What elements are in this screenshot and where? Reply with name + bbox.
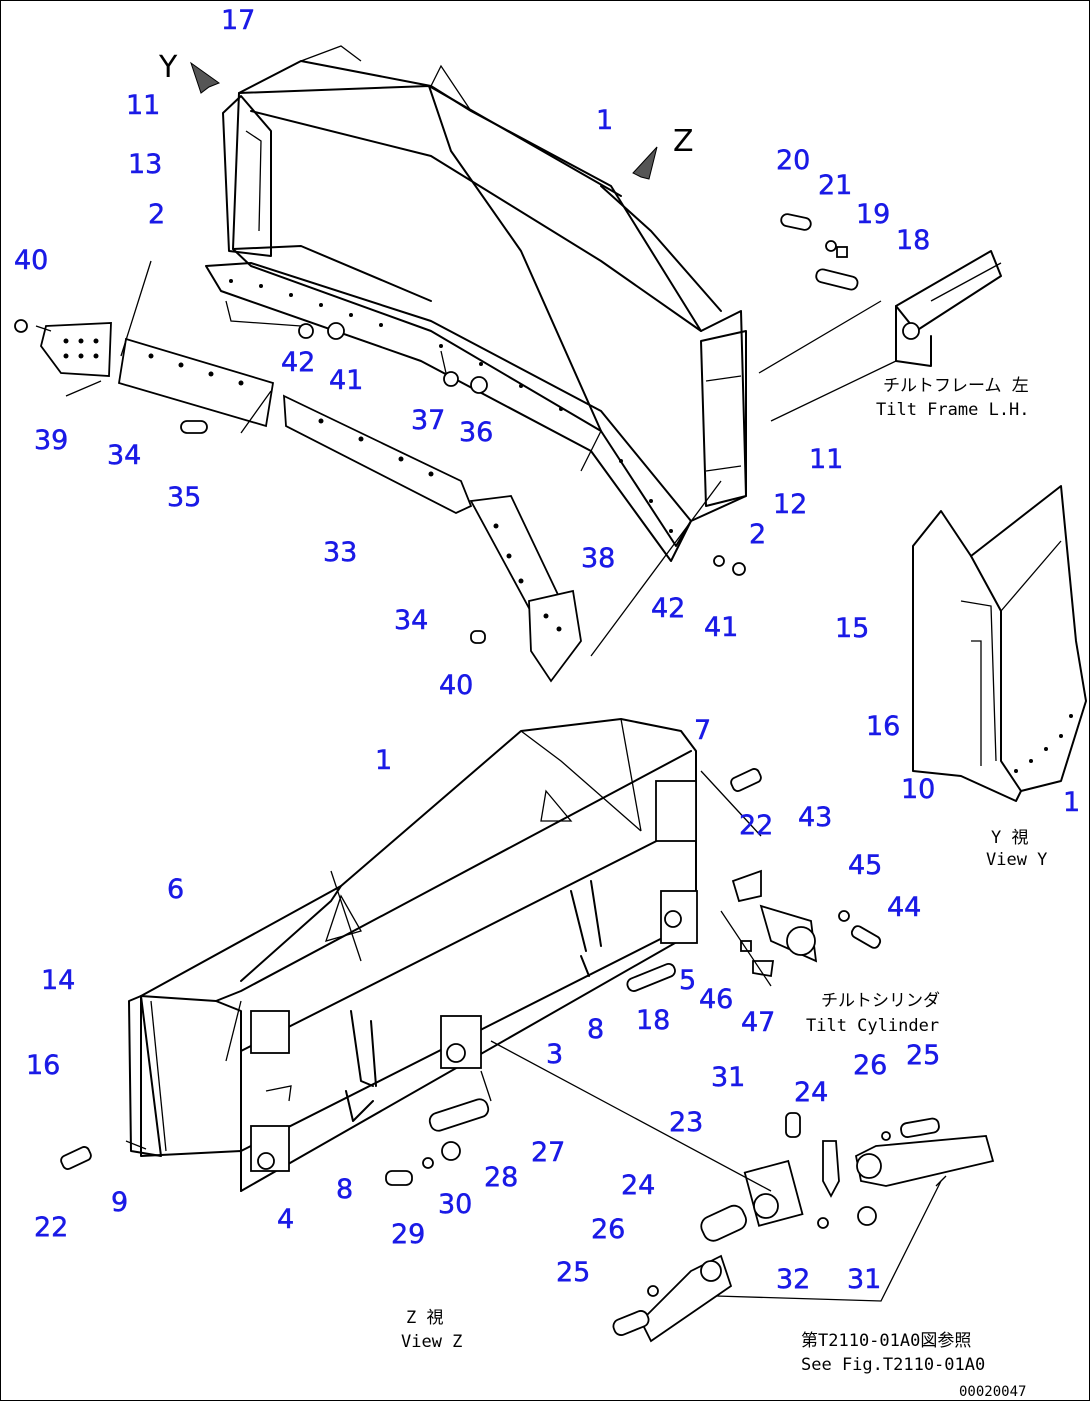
callout-38: 38 <box>581 543 615 574</box>
callout-45: 45 <box>848 850 882 881</box>
callout-46: 46 <box>699 984 733 1015</box>
callout-33: 33 <box>323 537 357 568</box>
callout-18: 18 <box>636 1005 670 1036</box>
callout-2: 2 <box>749 519 766 550</box>
cutting-edge-center <box>282 394 473 515</box>
callout-15: 15 <box>835 613 869 644</box>
end-bit-left <box>40 322 112 377</box>
callout-14: 14 <box>41 965 75 996</box>
callout-28: 28 <box>484 1162 518 1193</box>
callout-12: 12 <box>773 489 807 520</box>
callout-30: 30 <box>438 1189 472 1220</box>
callout-1: 1 <box>596 105 613 136</box>
callout-44: 44 <box>887 892 921 923</box>
view-y-label-en: View Y <box>986 850 1047 870</box>
callout-5: 5 <box>679 965 696 996</box>
callout-21: 21 <box>818 170 852 201</box>
callout-23: 23 <box>669 1107 703 1138</box>
tilt-frame-label-jp: チルトフレーム 左 <box>883 376 1029 396</box>
callout-40: 40 <box>14 245 48 276</box>
tilt-frame-label-en: Tilt Frame L.H. <box>876 400 1030 420</box>
callout-35: 35 <box>167 482 201 513</box>
view-y-drawing <box>912 485 1087 802</box>
callout-24: 24 <box>794 1077 828 1108</box>
callout-25: 25 <box>906 1040 940 1071</box>
callout-10: 10 <box>901 774 935 805</box>
callout-34: 34 <box>394 605 428 636</box>
callout-26: 26 <box>853 1050 887 1081</box>
callout-39: 39 <box>34 425 68 456</box>
callout-9: 9 <box>111 1187 128 1218</box>
callout-42: 42 <box>651 593 685 624</box>
callout-8: 8 <box>336 1174 353 1205</box>
callout-19: 19 <box>856 199 890 230</box>
see-fig-label-jp: 第T2110-01A0図参照 <box>801 1331 971 1351</box>
callout-11: 11 <box>126 90 160 121</box>
view-z-label-jp: Z 視 <box>406 1308 443 1328</box>
callout-8: 8 <box>587 1014 604 1045</box>
callout-2: 2 <box>148 199 165 230</box>
callout-11: 11 <box>809 444 843 475</box>
tilt-cylinder-label-jp: チルトシリンダ <box>821 991 940 1011</box>
view-y-marker: Y <box>158 50 178 85</box>
callout-6: 6 <box>167 874 184 905</box>
callout-31: 31 <box>711 1062 745 1093</box>
callout-41: 41 <box>329 365 363 396</box>
callout-29: 29 <box>391 1219 425 1250</box>
callout-31: 31 <box>847 1264 881 1295</box>
callout-26: 26 <box>591 1214 625 1245</box>
callout-32: 32 <box>776 1264 810 1295</box>
callout-20: 20 <box>776 145 810 176</box>
callout-17: 17 <box>221 5 255 36</box>
tilt-cylinder-label-en: Tilt Cylinder <box>806 1016 939 1036</box>
callout-16: 16 <box>866 711 900 742</box>
callout-22: 22 <box>739 810 773 841</box>
end-bit-right <box>528 589 582 683</box>
callout-24: 24 <box>621 1170 655 1201</box>
callout-47: 47 <box>741 1007 775 1038</box>
callout-13: 13 <box>128 149 162 180</box>
lower-blade-assembly <box>60 718 995 1343</box>
callout-4: 4 <box>277 1204 294 1235</box>
callout-18: 18 <box>896 225 930 256</box>
callout-43: 43 <box>798 802 832 833</box>
callout-36: 36 <box>459 417 493 448</box>
callout-37: 37 <box>411 405 445 436</box>
view-y-label-jp: Y 視 <box>991 828 1028 848</box>
callout-34: 34 <box>107 440 141 471</box>
callout-27: 27 <box>531 1137 565 1168</box>
view-z-marker: Z <box>673 124 694 159</box>
callout-22: 22 <box>34 1212 68 1243</box>
callout-42: 42 <box>281 347 315 378</box>
callout-40: 40 <box>439 670 473 701</box>
callout-1: 1 <box>375 745 392 776</box>
callout-labels: 17 11 13 2 40 1 20 21 19 18 42 41 37 36 … <box>14 5 1081 1296</box>
upper-blade-assembly <box>14 45 1002 683</box>
tilt-frame-lh <box>895 250 1002 367</box>
annotation-notes: Y Z チルトフレーム 左 Tilt Frame L.H. Y 視 View Y… <box>158 50 1047 1400</box>
cutting-edge-left <box>117 337 275 428</box>
see-fig-label-en: See Fig.T2110-01A0 <box>801 1355 985 1375</box>
callout-25: 25 <box>556 1257 590 1288</box>
callout-1: 1 <box>1063 787 1080 818</box>
callout-7: 7 <box>694 715 711 746</box>
view-z-label-en: View Z <box>401 1332 462 1352</box>
drawing-code: 00020047 <box>959 1384 1026 1400</box>
callout-41: 41 <box>704 612 738 643</box>
callout-3: 3 <box>546 1039 563 1070</box>
callout-16: 16 <box>26 1050 60 1081</box>
